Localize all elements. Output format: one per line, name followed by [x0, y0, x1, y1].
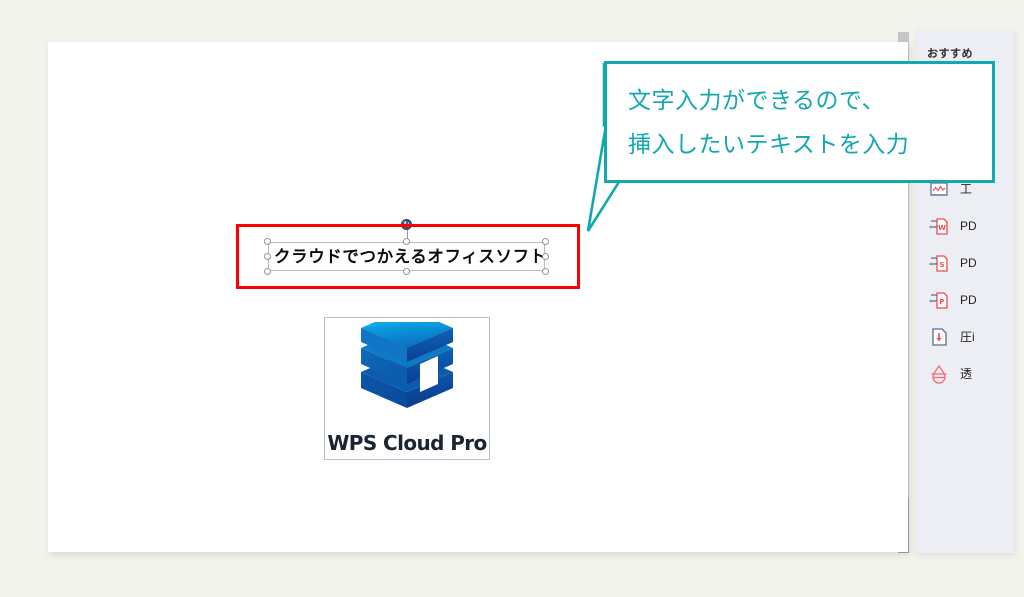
svg-text:W: W — [938, 224, 946, 232]
pane-item-compress-file[interactable]: 圧i — [916, 318, 1014, 355]
text-box-value: クラウドでつかえるオフィスソフト — [274, 246, 547, 266]
logo-caption: WPS Cloud Pro — [327, 431, 487, 455]
rotation-stem — [406, 228, 408, 242]
slide-image-wps-logo[interactable]: WPS Cloud Pro — [324, 308, 490, 460]
pdf-to-excel-icon: S — [928, 252, 950, 274]
pane-item-label: PD — [960, 292, 977, 307]
pane-item-pdf-to-ppt[interactable]: P PD — [916, 281, 1014, 318]
compress-file-icon — [928, 326, 950, 348]
pane-item-pdf-to-word[interactable]: W PD — [916, 207, 1014, 244]
pdf-to-ppt-icon: P — [928, 289, 950, 311]
resize-handle-bottom-right[interactable] — [542, 268, 549, 275]
resize-handle-middle-right[interactable] — [542, 252, 549, 260]
svg-text:S: S — [939, 261, 944, 269]
pane-item-chart-document[interactable]: 工 — [916, 170, 1014, 207]
annotation-rectangle — [236, 224, 580, 289]
watermark-icon — [928, 363, 950, 385]
pane-item-watermark[interactable]: 透 — [916, 355, 1014, 392]
callout-line-1: 文字入力ができるので、 — [628, 87, 886, 113]
pdf-to-word-icon: W — [928, 215, 950, 237]
resize-handle-top-right[interactable] — [542, 238, 549, 245]
pane-item-label: 透 — [960, 367, 973, 381]
wps-cloud-pro-logo-icon — [348, 308, 466, 426]
resize-handle-bottom-center[interactable] — [402, 268, 410, 275]
task-pane-list: 工 W PD — [916, 170, 1014, 392]
callout-box: 文字入力ができるので、 挿入したいテキストを入力 — [604, 61, 995, 183]
pane-item-label: 工 — [960, 182, 973, 196]
pane-item-label: PD — [960, 218, 977, 233]
resize-handle-top-center[interactable] — [402, 238, 410, 245]
task-pane-title: おすすめ — [927, 48, 973, 60]
resize-handle-top-left[interactable] — [264, 238, 271, 245]
svg-text:P: P — [939, 298, 944, 306]
resize-handle-middle-left[interactable] — [264, 252, 271, 260]
chart-document-icon — [928, 178, 950, 200]
pane-item-label: PD — [960, 255, 977, 270]
pane-item-label: 圧i — [960, 330, 975, 344]
resize-handle-bottom-left[interactable] — [264, 268, 271, 275]
pane-item-pdf-to-excel[interactable]: S PD — [916, 244, 1014, 281]
callout-line-2: 挿入したいテキストを入力 — [628, 131, 910, 157]
